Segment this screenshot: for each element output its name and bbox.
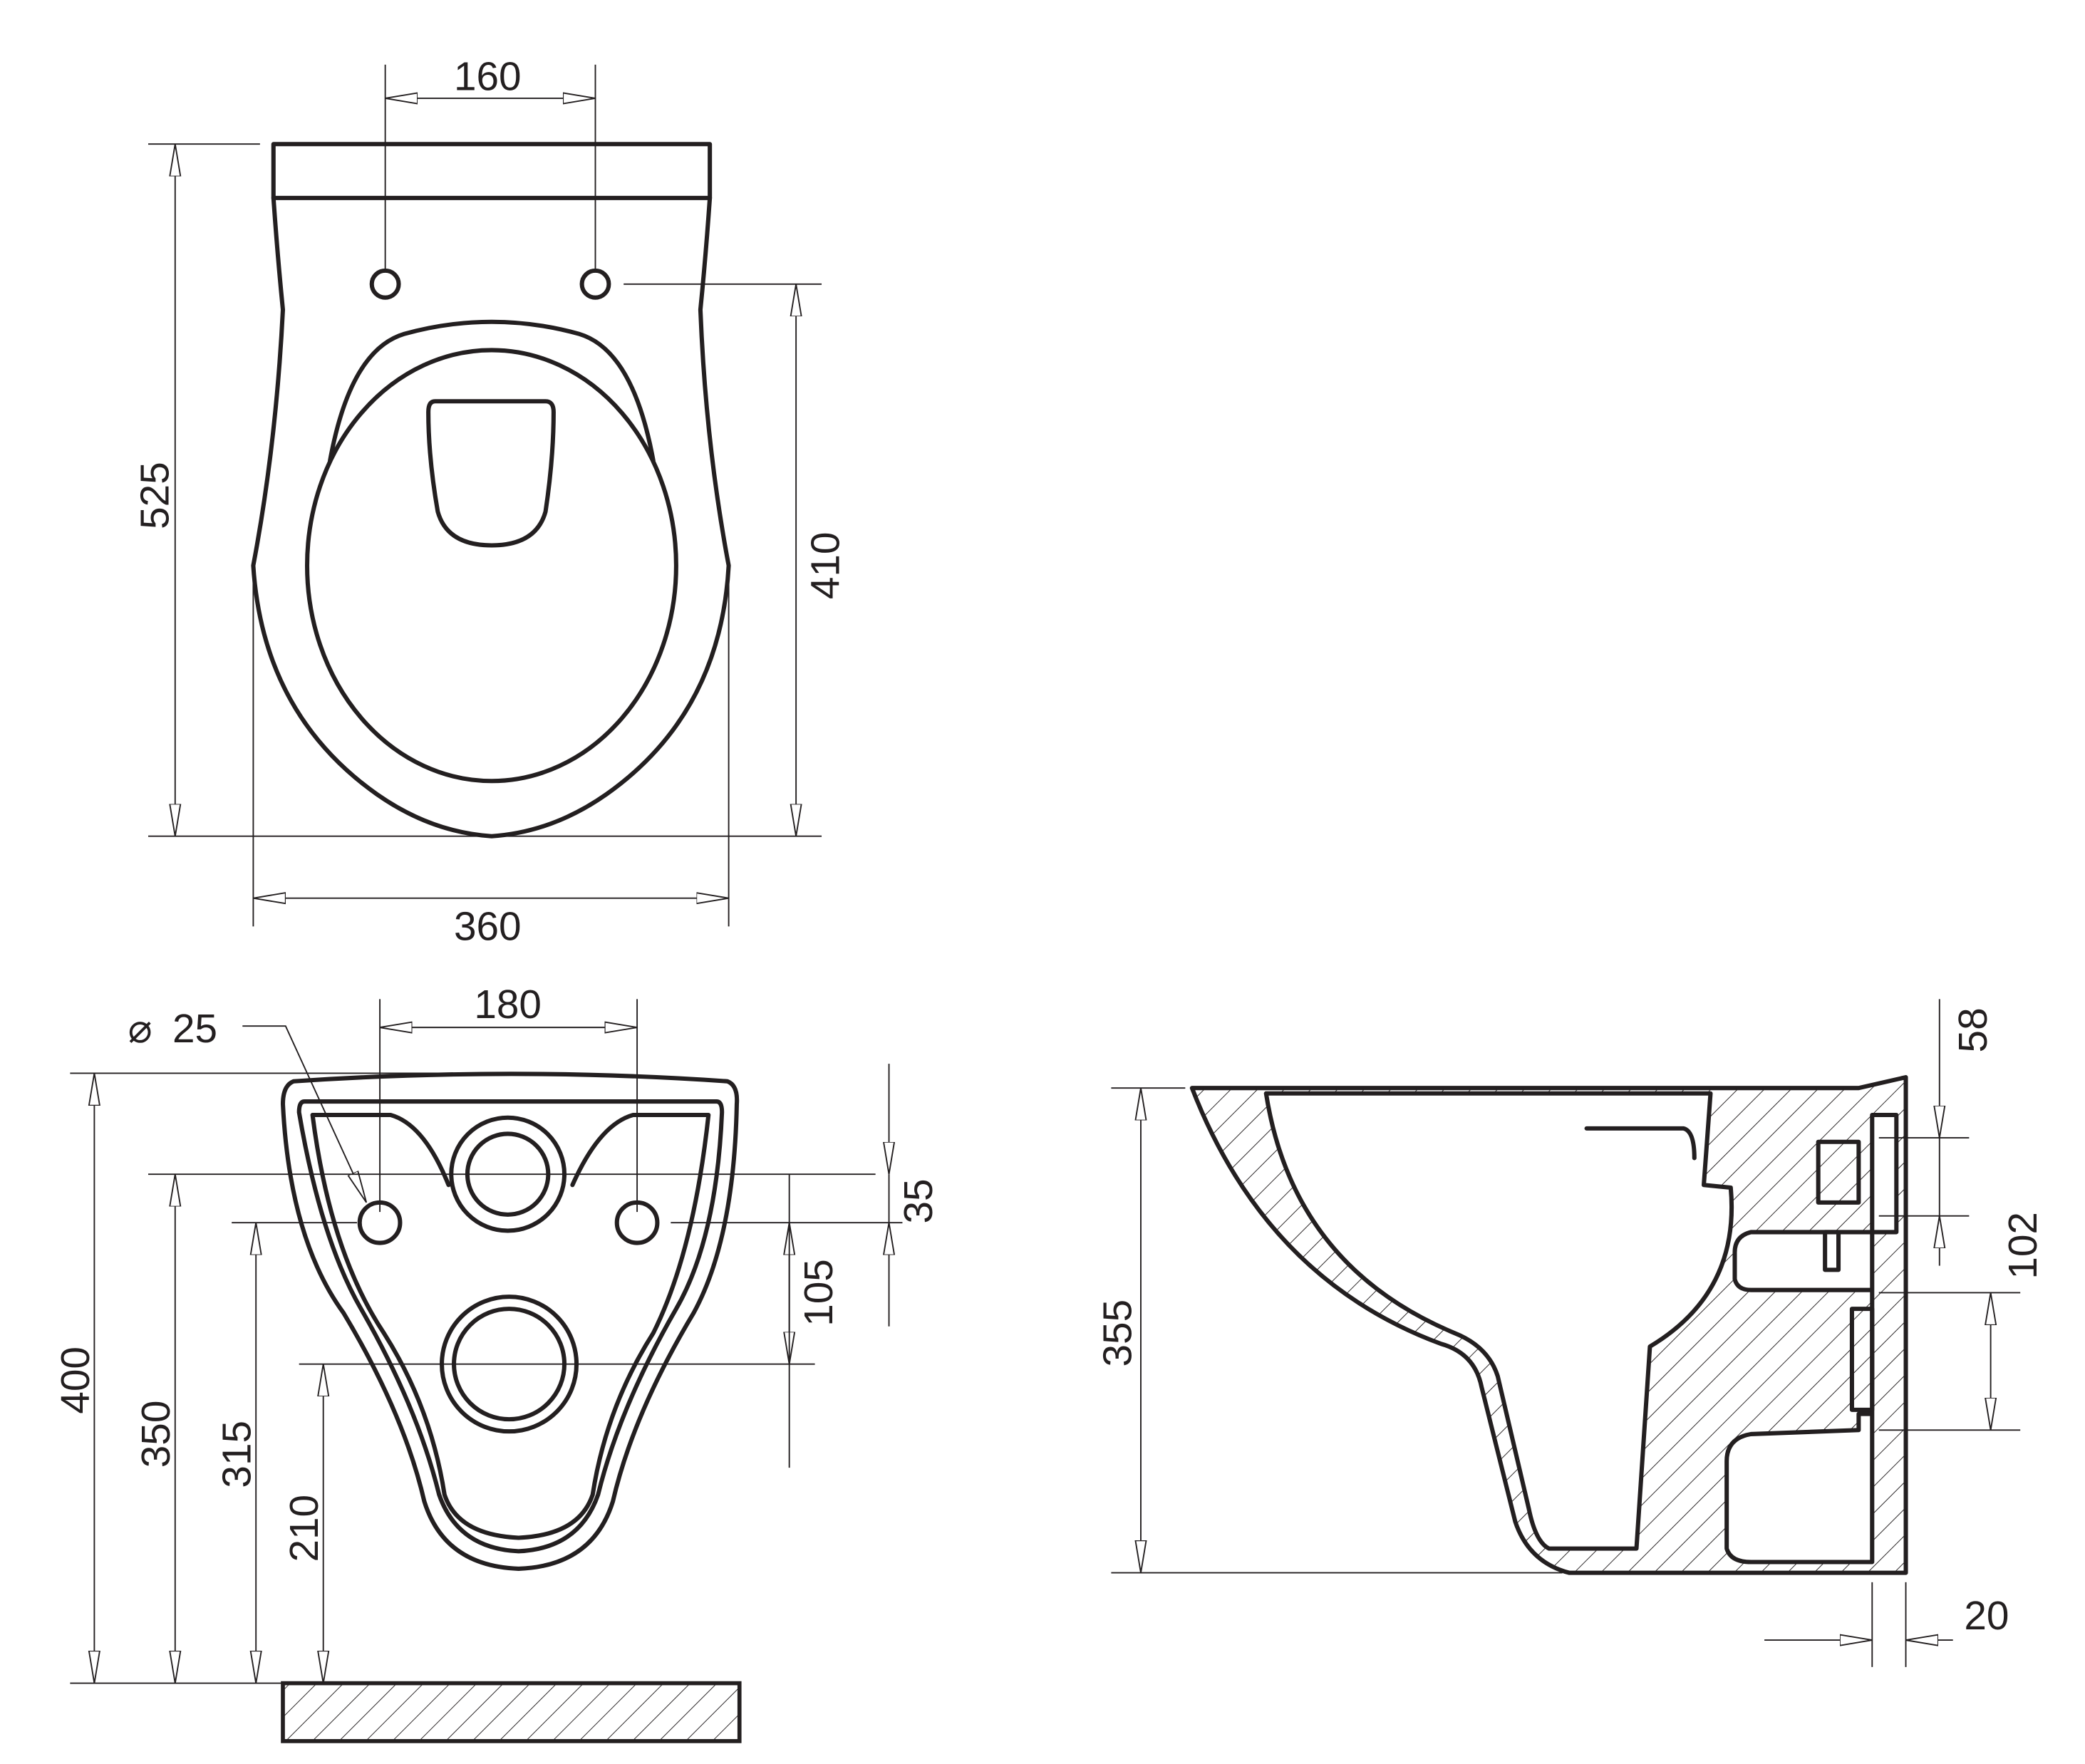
dim-315: 315 (215, 1421, 260, 1488)
dim-180: 180 (474, 982, 542, 1027)
back-view: 180 ⌀ 25 400 350 315 210 105 35 (53, 982, 941, 1743)
back-inner-outline (296, 1099, 725, 1554)
dim-160: 160 (454, 55, 522, 100)
seat-hole-left (369, 268, 401, 300)
diameter-symbol: ⌀ (128, 1007, 152, 1052)
side-view: 355 58 102 20 (1096, 999, 2046, 1667)
dim-58: 58 (1951, 1007, 1996, 1052)
dim-20: 20 (1964, 1594, 2009, 1639)
inlet-connector (1816, 1139, 1861, 1205)
seat-inner-oval (304, 348, 678, 784)
back-flange (310, 1112, 711, 1540)
floor (281, 1681, 742, 1743)
lid-panel (426, 399, 556, 548)
seat-hole-right (579, 268, 611, 300)
dim-105: 105 (797, 1259, 842, 1327)
back-outline (280, 1072, 740, 1571)
tank-top (271, 142, 713, 200)
dim-350: 350 (134, 1401, 179, 1468)
seat-rim (328, 319, 656, 463)
dim-35: 35 (896, 1178, 941, 1223)
dim-102: 102 (2001, 1212, 2046, 1280)
dim-360: 360 (454, 904, 522, 949)
outlet-connector (1849, 1307, 1875, 1412)
dim-410: 410 (804, 532, 849, 600)
top-view: 160 525 410 360 (133, 55, 848, 950)
dim-25: 25 (172, 1007, 217, 1052)
dim-210: 210 (282, 1495, 327, 1562)
bowl-outline (251, 195, 731, 839)
dim-400: 400 (53, 1347, 98, 1414)
dim-355: 355 (1096, 1299, 1141, 1367)
rim-flush-line (1584, 1126, 1697, 1161)
dim-525: 525 (133, 462, 177, 529)
side-section (1189, 1075, 1908, 1575)
inlet-connector-small (1823, 1230, 1841, 1272)
